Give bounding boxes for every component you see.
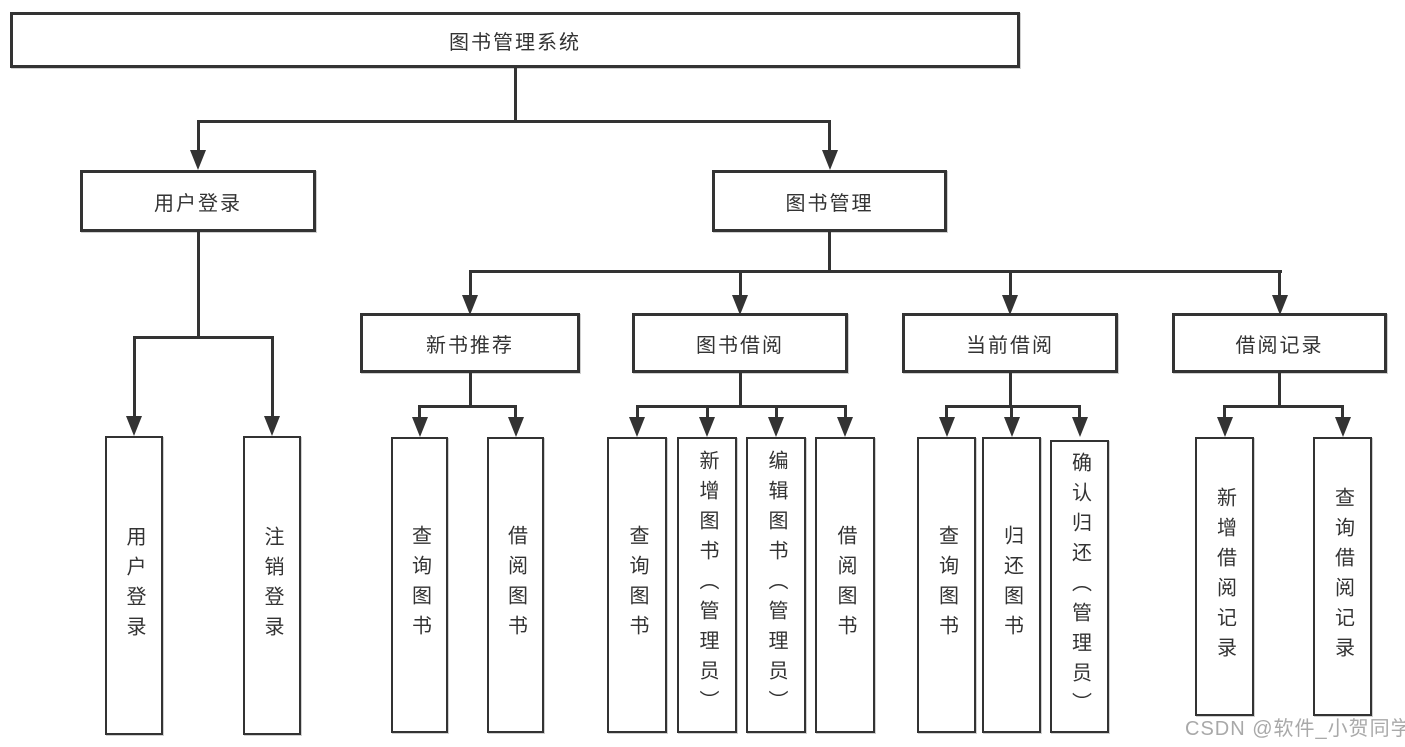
connector-userlogin-drop-2 [270, 336, 274, 418]
connector-newbook-drop-2 [514, 405, 517, 419]
arrow-down-icon [1003, 417, 1020, 437]
node-label: 查询借阅记录 [1331, 486, 1354, 667]
leaf-add-book-admin: 新增图书（管理员） [677, 437, 737, 733]
connector-records-drop-1 [1223, 405, 1226, 419]
node-label: 借阅图书 [834, 525, 856, 645]
node-new-book-recommendation: 新书推荐 [360, 313, 580, 373]
node-label: 查询图书 [935, 525, 958, 645]
connector-bookmgmt-drop-2 [738, 270, 742, 298]
leaf-confirm-return-admin: 确认归还（管理员） [1050, 440, 1109, 733]
arrow-down-icon [1271, 295, 1288, 315]
leaf-add-borrow-record: 新增借阅记录 [1195, 437, 1254, 716]
connector-borrowing-drop-2 [705, 405, 709, 419]
node-label: 确认归还（管理员） [1068, 451, 1091, 722]
leaf-query-books-2: 查询图书 [607, 437, 667, 733]
connector-borrowing-hbar [635, 405, 847, 408]
arrow-down-icon [732, 295, 748, 315]
connector-userlogin-drop-1 [132, 336, 136, 418]
connector-bookmgmt-stem [828, 232, 831, 272]
leaf-query-books-3: 查询图书 [917, 437, 976, 733]
node-label: 查询图书 [408, 525, 431, 645]
arrow-down-icon [190, 150, 206, 170]
node-current-borrowing: 当前借阅 [902, 313, 1118, 373]
node-label: 用户登录 [123, 525, 145, 646]
arrow-down-icon [126, 416, 142, 436]
node-library-system: 图书管理系统 [10, 12, 1020, 68]
node-borrowing-records: 借阅记录 [1172, 313, 1387, 373]
node-label: 新增图书（管理员） [696, 450, 718, 720]
connector-newbook-stem [468, 373, 472, 408]
node-label: 图书管理系统 [449, 31, 581, 54]
connector-bookmgmt-drop-3 [1008, 270, 1012, 298]
node-label: 编辑图书（管理员） [765, 450, 787, 720]
arrow-down-icon [768, 417, 784, 437]
arrow-down-icon [1216, 417, 1233, 437]
leaf-borrow-books: 借阅图书 [487, 437, 544, 733]
arrow-down-icon [462, 295, 478, 315]
connector-borrowing-drop-4 [843, 405, 847, 419]
arrow-down-icon [1002, 295, 1018, 315]
node-label: 新书推荐 [426, 334, 514, 357]
connector-current-hbar [945, 405, 1081, 408]
arrow-down-icon [507, 417, 524, 437]
connector-records-stem [1278, 373, 1281, 408]
arrow-down-icon [938, 417, 955, 437]
arrow-down-icon [699, 417, 715, 437]
arrow-down-icon [1334, 417, 1351, 437]
connector-borrowing-drop-3 [774, 405, 778, 419]
node-book-borrowing: 图书借阅 [632, 313, 848, 373]
node-label: 当前借阅 [966, 334, 1054, 357]
connector-records-drop-2 [1341, 405, 1344, 419]
arrow-down-icon [264, 416, 280, 436]
node-label: 借阅记录 [1235, 334, 1324, 357]
node-user-login: 用户登录 [80, 170, 316, 232]
connector-newbook-drop-1 [418, 405, 421, 419]
node-label: 归还图书 [1000, 525, 1023, 645]
csdn-watermark: CSDN @软件_小贺同学 [1185, 718, 1405, 740]
connector-root-stem [514, 68, 517, 121]
connector-current-drop-2 [1010, 405, 1013, 419]
leaf-query-books: 查询图书 [391, 437, 448, 733]
leaf-user-login: 用户登录 [105, 436, 163, 735]
connector-userlogin-hbar [132, 336, 274, 339]
leaf-query-borrow-record: 查询借阅记录 [1313, 437, 1372, 716]
leaf-edit-book-admin: 编辑图书（管理员） [746, 437, 806, 733]
connector-userlogin-stem [196, 232, 200, 339]
node-label: 图书管理 [785, 192, 874, 215]
node-label: 新增借阅记录 [1213, 486, 1236, 667]
connector-records-hbar [1223, 405, 1344, 408]
connector-current-stem [1008, 373, 1012, 408]
leaf-borrow-books-2: 借阅图书 [815, 437, 875, 733]
arrow-down-icon [837, 417, 853, 437]
arrow-down-icon [629, 417, 645, 437]
connector-borrowing-drop-1 [635, 405, 639, 419]
connector-bookmgmt-drop-4 [1278, 270, 1281, 298]
node-label: 查询图书 [626, 525, 648, 645]
arrow-down-icon [1071, 417, 1088, 437]
connector-current-drop-3 [1078, 405, 1081, 419]
node-label: 用户登录 [154, 192, 242, 215]
leaf-logout: 注销登录 [243, 436, 301, 735]
connector-root-drop-left [196, 120, 200, 153]
leaf-return-book: 归还图书 [982, 437, 1041, 733]
connector-newbook-hbar [418, 405, 517, 408]
connector-root-drop-right [828, 120, 831, 153]
node-label: 借阅图书 [504, 525, 527, 645]
connector-bookmgmt-drop-1 [468, 270, 472, 298]
arrow-down-icon [821, 150, 838, 170]
connector-current-drop-1 [945, 405, 948, 419]
connector-borrowing-stem [738, 373, 742, 408]
node-label: 注销登录 [261, 525, 283, 646]
node-book-management: 图书管理 [712, 170, 947, 232]
connector-root-hbar [196, 120, 831, 123]
connector-bookmgmt-hbar [468, 270, 1282, 273]
arrow-down-icon [411, 417, 428, 437]
node-label: 图书借阅 [696, 334, 784, 357]
